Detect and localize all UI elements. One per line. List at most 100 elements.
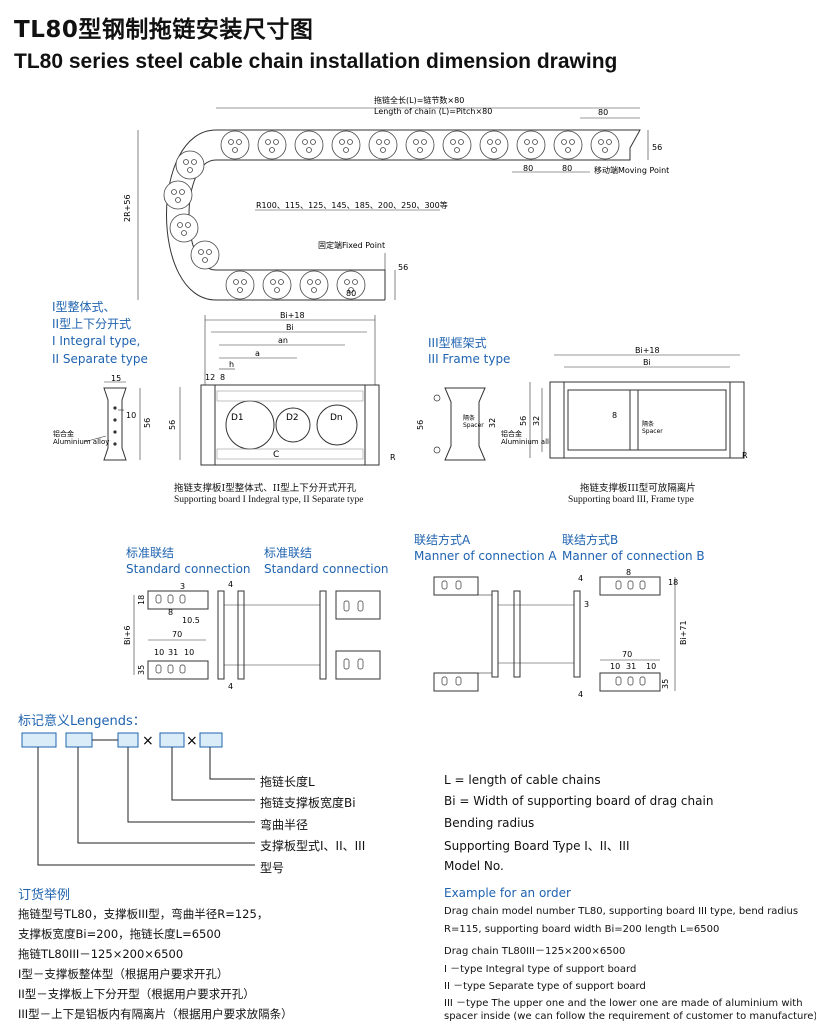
ab-dim-3: 3 xyxy=(584,600,589,609)
legend-cn-0: 拖链长度L xyxy=(260,775,315,789)
chain-link xyxy=(479,130,509,160)
std-dim-35: 35 xyxy=(137,665,146,675)
std-dim-18: 18 xyxy=(137,595,146,605)
ab-dim-18: 18 xyxy=(668,578,678,587)
chain-link-hole xyxy=(237,287,243,293)
hole-d2: D2 xyxy=(286,413,299,423)
standard-connection-drawing: 3 4 4 18 8 10.5 Bi+6 70 10 31 10 35 xyxy=(123,580,381,691)
order-cn-line-5: III型－上下是铝板内有隔离片（根据用户要求放隔条） xyxy=(18,1007,293,1021)
order-en-line-2: Drag chain TL80III－125×200×6500 xyxy=(444,946,626,957)
ab-dim-4-top: 4 xyxy=(578,574,583,583)
chain-link-hole xyxy=(343,147,349,153)
chain-link-hole xyxy=(310,139,316,145)
dim-56-right: 56 xyxy=(652,143,662,152)
std-dim-3: 3 xyxy=(180,582,185,591)
side-heading-en-1: I Integral type, xyxy=(52,334,141,348)
chain-link-hole xyxy=(181,230,187,236)
chain-link xyxy=(220,130,250,160)
chain-link-hole xyxy=(524,139,530,145)
dim-8: 8 xyxy=(220,373,225,382)
fixed-point-label: 固定端Fixed Point xyxy=(318,240,385,250)
ab-dim-10-b: 10 xyxy=(646,662,656,671)
chain-link-hole xyxy=(270,279,276,285)
side-profile-drawing: 15 10 56 铝合金 Aluminium alloy xyxy=(53,374,152,461)
chain-link-hole xyxy=(187,167,193,173)
legend-diagram: × × xyxy=(21,732,255,866)
order-heading-en: Example for an order xyxy=(444,886,571,900)
page-title-en: TL80 series steel cable chain installati… xyxy=(14,50,618,73)
side-heading-en-2: II Separate type xyxy=(52,352,148,366)
chain-link-hole xyxy=(454,147,460,153)
chain-link-hole xyxy=(339,139,345,145)
chain-link-hole xyxy=(307,279,313,285)
dim-80-fixed: 80 xyxy=(346,289,356,298)
chain-link-hole xyxy=(171,189,177,195)
legend-heading: 标记意义Lengends： xyxy=(18,714,146,729)
chain-link-hole xyxy=(274,287,280,293)
dim-15: 15 xyxy=(111,374,121,383)
dim-32-frame-side: 32 xyxy=(488,418,497,428)
frame-dim-32: 32 xyxy=(532,416,541,426)
hole-d1: D1 xyxy=(231,413,244,423)
chain-link-hole xyxy=(348,287,354,293)
dim-an: an xyxy=(278,336,288,345)
chain-link-hole xyxy=(380,147,386,153)
chain-link xyxy=(331,130,361,160)
chain-link-hole xyxy=(315,279,321,285)
frame-alloy-en: Aluminium alloy xyxy=(501,438,557,446)
std-dim-10-5: 10.5 xyxy=(182,616,200,625)
manner-connection-drawing: 4 3 8 18 Bi+71 70 10 31 10 35 4 xyxy=(433,568,688,699)
std2-heading-en: Standard connection xyxy=(264,562,389,576)
std1-heading-cn: 标准联结 xyxy=(126,546,175,560)
order-cn-line-3: I型－支撑板整体型（根据用户要求开孔） xyxy=(18,967,229,981)
legend-en-0: L = length of cable chains xyxy=(444,773,601,787)
conn-b-heading-en: Manner of connection B xyxy=(562,549,705,563)
std-dim-4-bottom: 4 xyxy=(228,682,233,691)
order-en-line-5: III －type The upper one and the lower on… xyxy=(444,998,803,1009)
chain-link-hole xyxy=(179,189,185,195)
chain-link xyxy=(175,150,205,180)
order-heading-cn: 订货举例 xyxy=(18,888,71,903)
order-cn-line-0: 拖链型号TL80，支撑板III型，弯曲半径R=125， xyxy=(18,907,269,921)
legend-cn-2: 弯曲半径 xyxy=(260,818,309,832)
order-en-line-3: I －type Integral type of support board xyxy=(444,964,637,975)
board-i-ii-drawing: Bi+18 Bi an a h 12 8 D1 D2 Dn C R 56 xyxy=(168,311,396,466)
spacer-en-board: Spacer xyxy=(642,428,663,435)
alloy-en: Aluminium alloy xyxy=(53,438,109,446)
ab-dim-70: 70 xyxy=(622,650,632,659)
order-en-line-6: spacer inside (we can follow the require… xyxy=(444,1011,816,1022)
chain-link xyxy=(262,270,292,300)
ab-dim-31: 31 xyxy=(626,662,636,671)
conn-a-heading-cn: 联结方式A xyxy=(414,533,471,547)
chain-link-hole xyxy=(198,249,204,255)
std-dim-31: 31 xyxy=(168,648,178,657)
std2-heading-cn: 标准联结 xyxy=(264,546,313,560)
legend-cn-3: 支撑板型式I、II、III xyxy=(260,839,366,853)
frame-caption-cn: 拖链支撑板III型可放隔离片 xyxy=(580,483,696,494)
std1-heading-en: Standard connection xyxy=(126,562,251,576)
dim-10: 10 xyxy=(126,411,136,420)
chain-link xyxy=(336,270,366,300)
ab-dim-35: 35 xyxy=(661,679,670,689)
chain-link-hole xyxy=(302,139,308,145)
dim-80-b: 80 xyxy=(562,164,572,173)
chain-link-hole xyxy=(602,147,608,153)
dim-c: C xyxy=(273,450,279,460)
chain-link-hole xyxy=(241,279,247,285)
side-heading-cn-2: II型上下分开式 xyxy=(52,317,132,331)
chain-link-hole xyxy=(561,139,567,145)
dim-12: 12 xyxy=(205,373,215,382)
chain-link-hole xyxy=(495,139,501,145)
chain-link-hole xyxy=(306,147,312,153)
chain-link-hole xyxy=(175,197,181,203)
ab-dim-4-bottom: 4 xyxy=(578,690,583,699)
chain-link xyxy=(442,130,472,160)
order-cn-line-2: 拖链TL80III－125×200×6500 xyxy=(18,947,184,961)
chain-link-hole xyxy=(532,139,538,145)
frame-dim-56: 56 xyxy=(519,416,528,426)
side-heading-cn-1: I型整体式、 xyxy=(52,300,116,314)
chain-link-hole xyxy=(206,249,212,255)
chain-link xyxy=(368,130,398,160)
std-dim-10-a: 10 xyxy=(154,648,164,657)
chain-link xyxy=(169,213,199,243)
